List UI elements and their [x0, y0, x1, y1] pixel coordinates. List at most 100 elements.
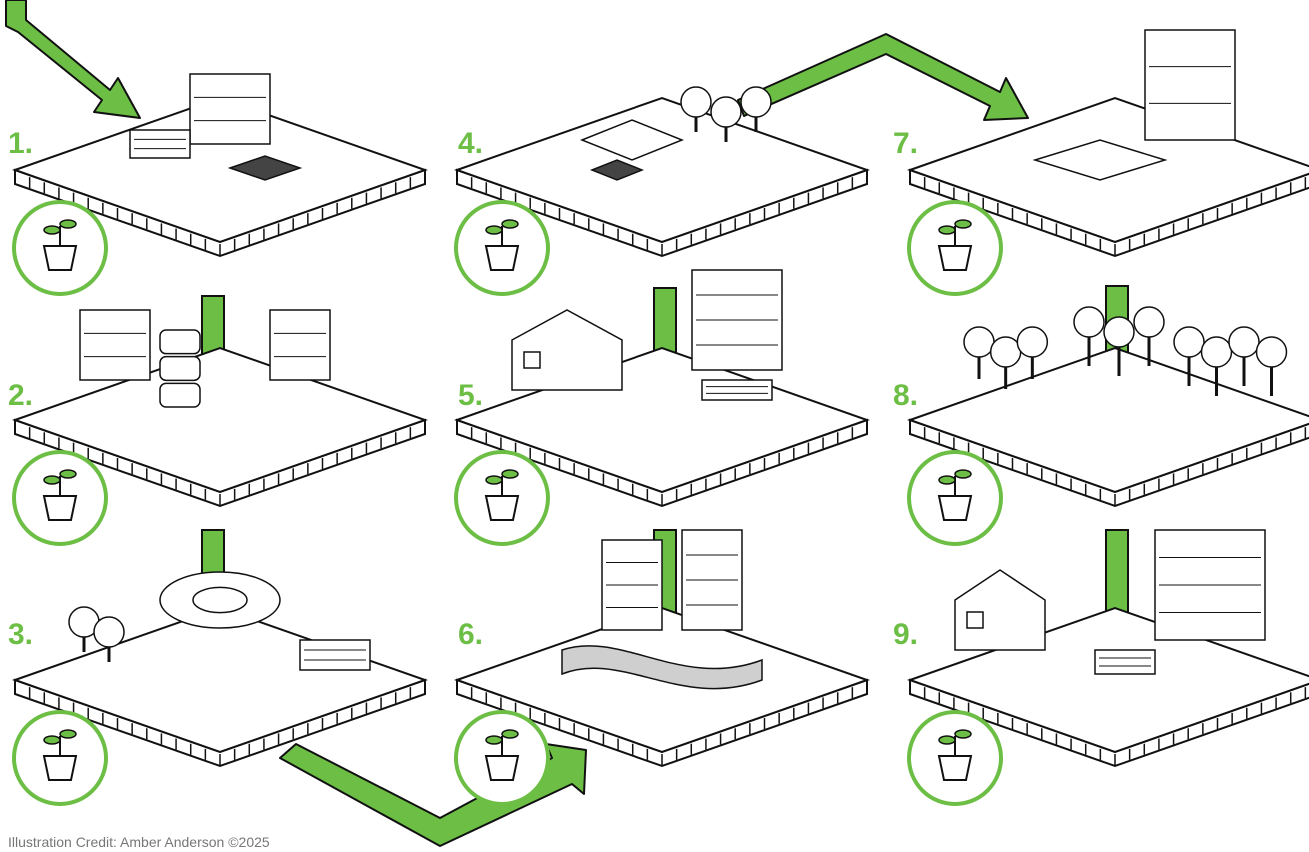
tree-canopy: [1173, 326, 1205, 358]
scene-board: [189, 73, 271, 145]
badge-leaf: [501, 219, 519, 229]
platform-5: [453, 269, 871, 508]
badge-leaf: [43, 735, 61, 745]
ballot-box-icon: [12, 450, 108, 546]
platform-top: [11, 346, 429, 494]
scene-field: [1032, 139, 1168, 181]
scene-tank: [159, 382, 201, 408]
step-label-1: 1.: [8, 127, 34, 160]
platform-top: [453, 96, 871, 244]
badge-pot: [42, 495, 78, 521]
two-pots-icon: [907, 450, 1003, 546]
illustration-credit: Illustration Credit: Amber Anderson ©202…: [8, 834, 270, 850]
scene-tank: [159, 355, 201, 382]
step-label-5: 5.: [458, 379, 484, 412]
platform-6: [453, 529, 871, 768]
tree-canopy: [93, 616, 125, 648]
scene-stream: [561, 645, 763, 690]
bee-planter-icon: [454, 710, 550, 806]
badge-leaf: [59, 469, 77, 479]
badge-leaf: [954, 469, 972, 479]
scene-window: [523, 351, 541, 369]
tree-canopy: [1073, 306, 1105, 338]
platform-7: [906, 29, 1309, 258]
tree-canopy: [1016, 326, 1049, 358]
smart-plant-icon: [907, 200, 1003, 296]
badge-leaf: [485, 225, 503, 235]
scene-window: [966, 611, 984, 629]
scene-table: [129, 129, 191, 159]
badge-pot: [484, 755, 520, 781]
badge-leaf: [43, 225, 61, 235]
scene-roundabout-center: [192, 586, 248, 614]
platform-top: [11, 96, 429, 244]
badge-leaf: [938, 475, 956, 485]
tree-canopy: [740, 86, 772, 118]
scene-board: [269, 309, 331, 381]
scene-house: [511, 309, 623, 391]
badge-pot: [484, 495, 520, 521]
platform-top: [906, 346, 1309, 494]
badge-pot: [937, 495, 973, 521]
scene-field: [579, 119, 685, 161]
platform-1: [11, 73, 429, 258]
step-label-3: 3.: [8, 618, 34, 651]
step-label-7: 7.: [893, 127, 919, 160]
tree-canopy: [1103, 316, 1135, 348]
scene-box: [1094, 649, 1156, 675]
scene-plot: [227, 155, 303, 181]
badge-leaf: [43, 475, 61, 485]
arrow-4-to-7: [737, 33, 1029, 121]
step-label-4: 4.: [458, 127, 484, 160]
badge-leaf: [938, 735, 956, 745]
badge-leaf: [501, 469, 519, 479]
badge-pot: [42, 755, 78, 781]
platforms: [11, 29, 1309, 768]
badge-leaf: [485, 735, 503, 745]
scene-house: [954, 569, 1046, 651]
tree-canopy: [680, 86, 712, 118]
badge-pot: [937, 755, 973, 781]
badge-leaf: [954, 729, 972, 739]
platform-top: [906, 606, 1309, 754]
tree-canopy: [963, 326, 995, 358]
scene-board: [1144, 29, 1236, 141]
badge-pot: [484, 245, 520, 271]
platform-2: [11, 309, 429, 508]
badge-leaf: [59, 729, 77, 739]
step-label-2: 2.: [8, 379, 34, 412]
scene-tank: [159, 329, 201, 355]
scene-table: [701, 379, 773, 401]
raised-bed-icon: [12, 710, 108, 806]
badge-leaf: [938, 225, 956, 235]
badge-pot: [42, 245, 78, 271]
tree-canopy: [1200, 336, 1233, 368]
planter-box-icon: [454, 200, 550, 296]
scene-plot: [589, 159, 645, 181]
step-label-8: 8.: [893, 379, 919, 412]
tree-canopy: [1255, 336, 1288, 368]
scene-board: [79, 309, 151, 381]
entry-arrow: [5, 0, 141, 119]
tree-canopy: [1133, 306, 1165, 338]
platform-4: [453, 86, 871, 258]
scene-box: [299, 639, 371, 671]
step-label-9: 9.: [893, 618, 919, 651]
badge-pot: [937, 245, 973, 271]
badge-leaf: [59, 219, 77, 229]
tree-canopy: [989, 336, 1022, 368]
platform-8: [906, 306, 1309, 508]
badges: [12, 200, 1003, 806]
badge-leaf: [954, 219, 972, 229]
badge-leaf: [501, 729, 519, 739]
community-pots-icon: [907, 710, 1003, 806]
seed-packet-icon: [454, 450, 550, 546]
tree-canopy: [710, 96, 742, 128]
step-label-6: 6.: [458, 618, 484, 651]
platform-9: [906, 529, 1309, 768]
seedling-pot-icon: [12, 200, 108, 296]
platform-3: [11, 571, 429, 768]
tree-canopy: [1228, 326, 1260, 358]
badge-leaf: [485, 475, 503, 485]
